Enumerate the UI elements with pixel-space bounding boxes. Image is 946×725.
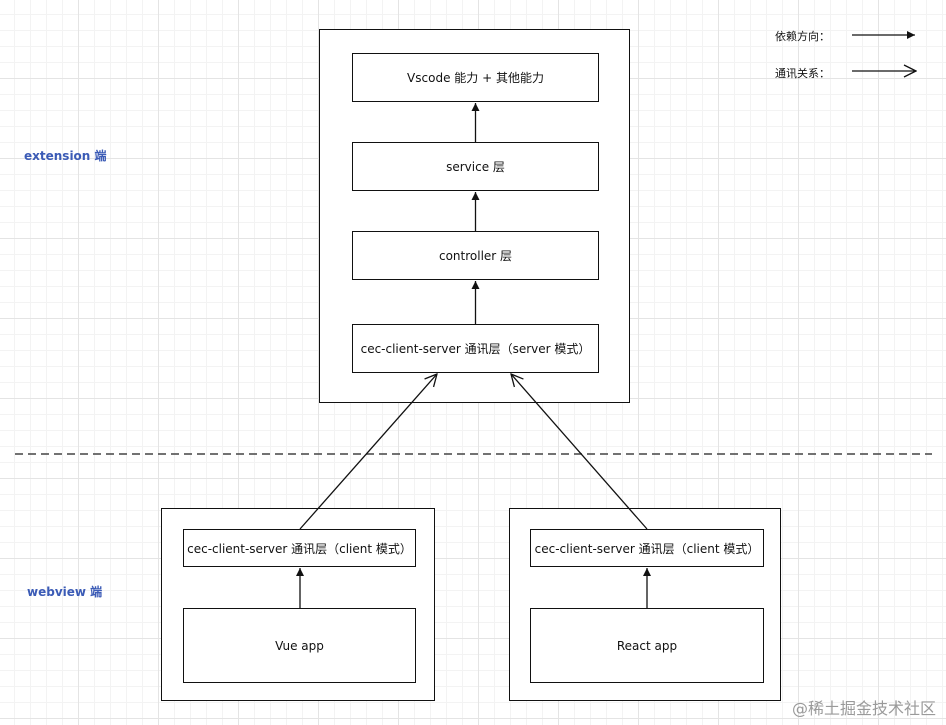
react-comm-client-node: cec-client-server 通讯层（client 模式） bbox=[530, 529, 764, 567]
vue-to-server-communication-arrow bbox=[299, 374, 437, 530]
extension-side-label: extension 端 bbox=[24, 149, 107, 163]
react-to-server-communication-arrow bbox=[511, 374, 648, 530]
vue-app-node: Vue app bbox=[183, 608, 416, 683]
watermark-text: @稀土掘金技术社区 bbox=[791, 699, 936, 718]
legend-communication-label: 通讯关系： bbox=[775, 67, 830, 80]
react-app-node: React app bbox=[530, 608, 764, 683]
legend-dependency-label: 依赖方向： bbox=[775, 30, 830, 43]
comm-server-layer-node: cec-client-server 通讯层（server 模式） bbox=[352, 324, 599, 373]
vscode-capability-node: Vscode 能力 + 其他能力 bbox=[352, 53, 599, 102]
service-layer-node: service 层 bbox=[352, 142, 599, 191]
controller-layer-node: controller 层 bbox=[352, 231, 599, 280]
webview-side-label: webview 端 bbox=[27, 585, 103, 599]
vue-comm-client-node: cec-client-server 通讯层（client 模式） bbox=[183, 529, 416, 567]
